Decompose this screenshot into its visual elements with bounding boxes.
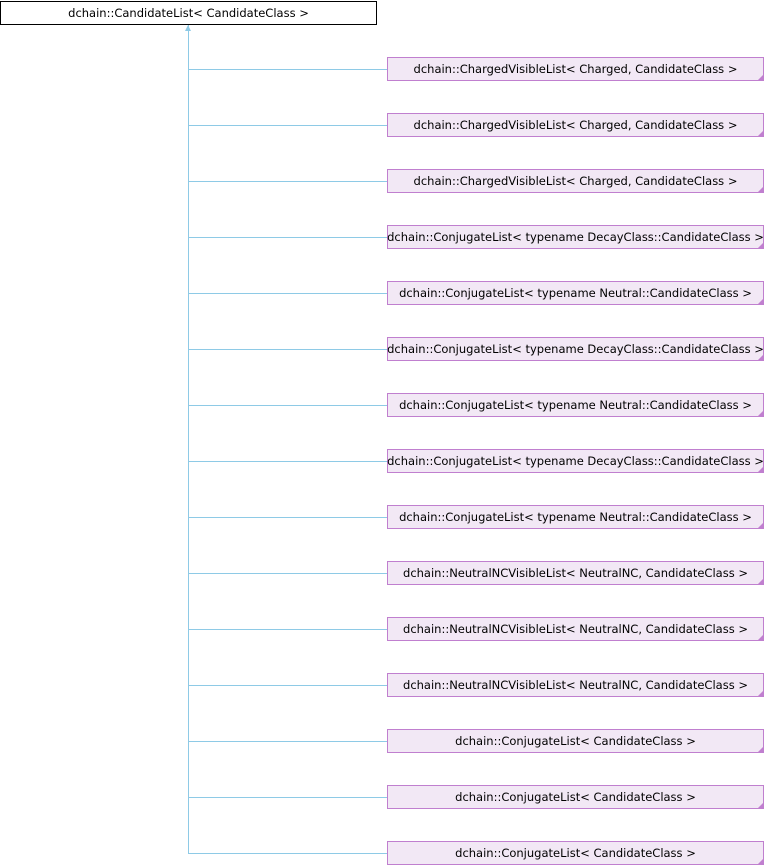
derived-class-node[interactable]: dchain::ConjugateList< CandidateClass > xyxy=(387,785,764,809)
inheritance-edge xyxy=(188,461,387,462)
inheritance-edge xyxy=(188,629,387,630)
inheritance-edge xyxy=(188,349,387,350)
derived-class-node[interactable]: dchain::ConjugateList< typename DecayCla… xyxy=(387,449,764,473)
derived-class-node[interactable]: dchain::ConjugateList< CandidateClass > xyxy=(387,841,764,865)
inheritance-edge xyxy=(188,181,387,182)
derived-class-node[interactable]: dchain::NeutralNCVisibleList< NeutralNC,… xyxy=(387,673,764,697)
inheritance-edge xyxy=(188,517,387,518)
inheritance-edge xyxy=(188,797,387,798)
derived-class-node[interactable]: dchain::ConjugateList< CandidateClass > xyxy=(387,729,764,753)
derived-class-node[interactable]: dchain::ChargedVisibleList< Charged, Can… xyxy=(387,57,764,81)
base-class-node: dchain::CandidateList< CandidateClass > xyxy=(0,1,377,25)
derived-class-node[interactable]: dchain::ConjugateList< typename DecayCla… xyxy=(387,337,764,361)
inheritance-edge xyxy=(188,69,387,70)
inheritance-arrow-icon xyxy=(185,25,191,31)
inheritance-edge xyxy=(188,293,387,294)
inheritance-edge xyxy=(188,405,387,406)
inheritance-edge xyxy=(188,685,387,686)
inheritance-edge xyxy=(188,741,387,742)
inheritance-edge xyxy=(188,573,387,574)
inheritance-edge xyxy=(188,125,387,126)
derived-class-node[interactable]: dchain::ConjugateList< typename Neutral:… xyxy=(387,505,764,529)
derived-class-node[interactable]: dchain::ConjugateList< typename Neutral:… xyxy=(387,281,764,305)
derived-class-node[interactable]: dchain::NeutralNCVisibleList< NeutralNC,… xyxy=(387,561,764,585)
inheritance-edge xyxy=(188,237,387,238)
inheritance-trunk xyxy=(188,25,189,853)
derived-class-node[interactable]: dchain::ConjugateList< typename Neutral:… xyxy=(387,393,764,417)
inheritance-edge xyxy=(188,853,387,854)
derived-class-node[interactable]: dchain::ConjugateList< typename DecayCla… xyxy=(387,225,764,249)
derived-class-node[interactable]: dchain::NeutralNCVisibleList< NeutralNC,… xyxy=(387,617,764,641)
derived-class-node[interactable]: dchain::ChargedVisibleList< Charged, Can… xyxy=(387,113,764,137)
derived-class-node[interactable]: dchain::ChargedVisibleList< Charged, Can… xyxy=(387,169,764,193)
